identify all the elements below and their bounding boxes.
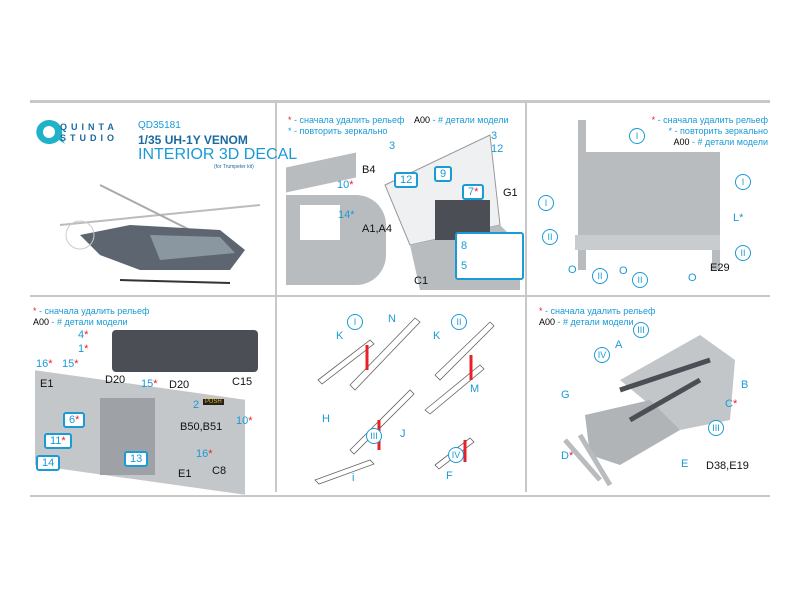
callout: N (388, 313, 396, 325)
callout: I (347, 314, 363, 330)
legend: * - сначала удалить рельеф * - повторить… (651, 115, 768, 147)
callout: 8 (461, 240, 468, 252)
quinta-logo-icon (36, 119, 65, 144)
callout: D20 (169, 379, 190, 391)
callout: O (568, 264, 577, 276)
callout: D38,E19 (706, 460, 749, 472)
callout: C8 (212, 465, 227, 477)
belt-drawings (314, 317, 495, 485)
callout: E1 (178, 468, 192, 480)
callout: I (538, 195, 554, 211)
seat-post (578, 120, 586, 270)
callout: 7* (462, 184, 485, 200)
detail-inset (455, 232, 524, 280)
callout: L* (733, 212, 744, 224)
callout: 12 (491, 143, 504, 155)
callout: 14 (36, 455, 61, 471)
callout: II (735, 245, 751, 261)
push-decal: PUSH (203, 399, 224, 405)
callout: G1 (503, 187, 518, 199)
legend: * - сначала удалить рельеф * - повторить… (288, 115, 405, 136)
legend-part: A00 - # детали модели (414, 115, 509, 125)
instrument-panel (112, 330, 258, 372)
callout: H (322, 413, 330, 425)
product-subtitle: INTERIOR 3D DECAL (138, 146, 298, 163)
callout: G (561, 389, 570, 401)
callout: IV (594, 347, 610, 363)
callout: III (366, 428, 382, 444)
callout: O (688, 272, 697, 284)
callout: E29 (710, 262, 730, 274)
callout: IV (448, 447, 464, 463)
callout: 9 (434, 166, 453, 182)
callout: 3 (491, 130, 498, 142)
callout: 14* (338, 209, 355, 221)
callout: 3 (389, 140, 396, 152)
callout: J (400, 428, 406, 440)
callout: II (632, 272, 648, 288)
callout: II (451, 314, 467, 330)
callout: 6* (63, 412, 86, 428)
callout: 4* (78, 329, 89, 341)
logo-text: QUINTA (60, 122, 118, 132)
callout: M (470, 383, 480, 395)
callout: 12 (394, 172, 419, 188)
callout: K (433, 330, 441, 342)
callout: III (708, 420, 724, 436)
callout: C1 (414, 275, 429, 287)
callout: II (542, 229, 558, 245)
legend: * - сначала удалить рельеф A00 - # детал… (33, 306, 150, 327)
helicopter-image (59, 184, 261, 284)
callout: 10* (236, 415, 253, 427)
product-title: 1/35 UH-1Y VENOM (138, 133, 248, 147)
logo-text: STUDIO (60, 133, 119, 143)
callout: 11* (44, 433, 72, 449)
callout: D20 (105, 374, 126, 386)
callout: 16* (196, 448, 213, 460)
callout: K (336, 330, 344, 342)
kit-note: (for Trumpeter kit) (214, 164, 254, 170)
product-code: QD35181 (138, 120, 181, 131)
callout: A (615, 339, 623, 351)
callout: 15* (141, 378, 158, 390)
window (300, 205, 340, 240)
legend: * - сначала удалить рельеф A00 - # детал… (539, 306, 656, 327)
callout: I (629, 128, 645, 144)
instruction-sheet (30, 100, 770, 497)
callout: C15 (232, 376, 253, 388)
callout: 5 (461, 260, 468, 272)
callout: C* (725, 398, 738, 410)
callout: i (352, 472, 355, 484)
callout: A1,A4 (362, 223, 392, 235)
callout: 15* (62, 358, 79, 370)
callout: 13 (124, 451, 149, 467)
bench-seat (585, 152, 712, 240)
callout: B4 (362, 164, 376, 176)
callout: O (619, 265, 628, 277)
callout: B50,B51 (180, 421, 223, 433)
pilot-seat-image (563, 335, 735, 487)
callout: II (592, 268, 608, 284)
callout: E1 (40, 378, 54, 390)
callout: F (446, 470, 453, 482)
divider (30, 295, 770, 297)
callout: 10* (337, 179, 354, 191)
callout: 2 (193, 399, 200, 411)
callout: 16* (36, 358, 53, 370)
bench-base (575, 235, 720, 250)
callout: I (735, 174, 751, 190)
callout: E (681, 458, 689, 470)
callout: 1* (78, 343, 89, 355)
seat-post (712, 152, 720, 270)
callout: B (741, 379, 749, 391)
callout: III (633, 322, 649, 338)
callout: D* (561, 450, 574, 462)
